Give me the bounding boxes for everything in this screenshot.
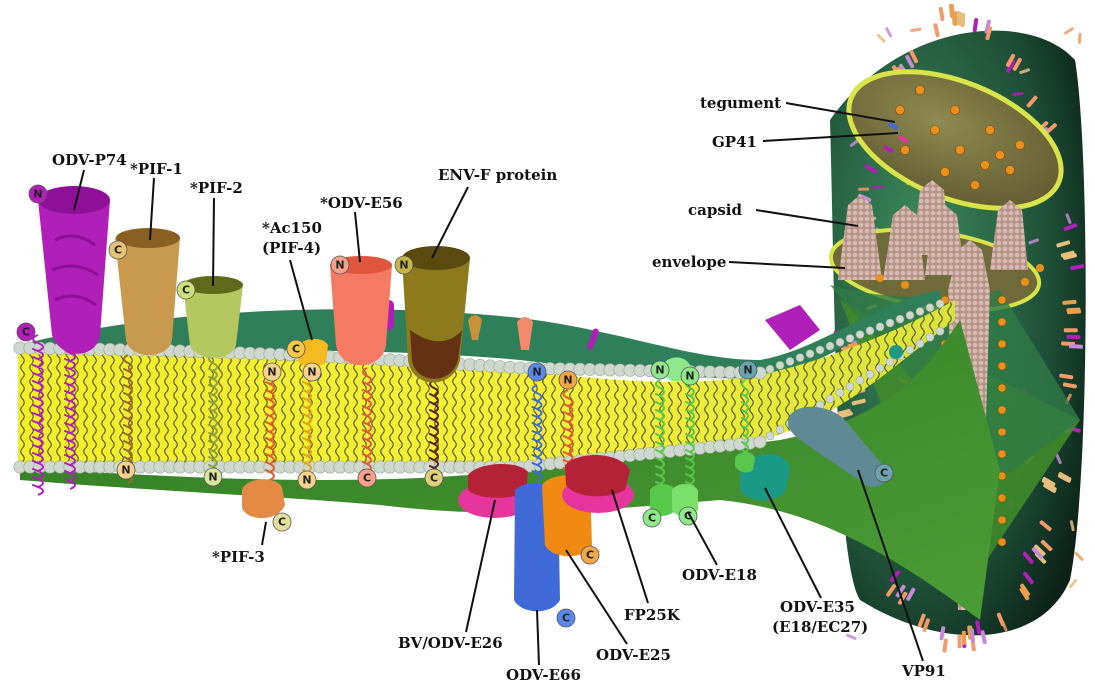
label-odv-e35-line2: (E18/EC27) (772, 618, 868, 636)
label-ac150-line1: *Ac150 (262, 219, 322, 237)
svg-text:N: N (685, 370, 694, 383)
svg-text:C: C (562, 612, 570, 625)
svg-text:C: C (648, 512, 656, 525)
terminus-n: N (204, 468, 222, 486)
terminus-n: N (651, 361, 669, 379)
label-envelope: envelope (652, 253, 726, 271)
terminus-c: C (17, 323, 35, 341)
svg-text:N: N (267, 366, 276, 379)
terminus-c: C (109, 241, 127, 259)
terminus-c: C (425, 469, 443, 487)
terminus-c: C (287, 340, 305, 358)
terminus-n: N (29, 185, 47, 203)
label-odv-e56: *ODV-E56 (320, 194, 403, 212)
label-capsid: capsid (688, 201, 742, 219)
svg-text:N: N (532, 366, 541, 379)
terminus-n: N (559, 371, 577, 389)
label-vp91: VP91 (901, 662, 946, 680)
svg-text:C: C (586, 549, 594, 562)
terminus-n: N (263, 363, 281, 381)
svg-text:C: C (292, 343, 300, 356)
svg-text:C: C (430, 472, 438, 485)
terminus-n: N (331, 256, 349, 274)
svg-text:N: N (399, 259, 408, 272)
terminus-n: N (117, 461, 135, 479)
svg-text:C: C (22, 326, 30, 339)
svg-text:N: N (302, 474, 311, 487)
label-tegument: tegument (700, 94, 781, 112)
svg-text:C: C (880, 467, 888, 480)
label-odv-e25: ODV-E25 (596, 646, 671, 664)
terminus-n: N (303, 363, 321, 381)
svg-text:N: N (307, 366, 316, 379)
svg-text:N: N (121, 464, 130, 477)
svg-text:C: C (363, 472, 371, 485)
svg-text:N: N (33, 188, 42, 201)
label-odv-e66: ODV-E66 (506, 666, 581, 684)
svg-text:N: N (563, 374, 572, 387)
label-envf: ENV-F protein (438, 166, 557, 184)
label-ac150-line2: (PIF-4) (262, 239, 321, 257)
svg-text:C: C (182, 284, 190, 297)
terminus-c: C (358, 469, 376, 487)
terminus-n: N (681, 367, 699, 385)
terminus-c: C (273, 513, 291, 531)
terminus-c: C (875, 464, 893, 482)
terminus-c: C (557, 609, 575, 627)
label-odv-p74: ODV-P74 (52, 151, 127, 169)
label-pif2: *PIF-2 (190, 179, 243, 197)
terminus-n: N (298, 471, 316, 489)
protein-odv-p74 (38, 186, 110, 354)
label-odv-e35-line1: ODV-E35 (780, 598, 855, 616)
svg-text:N: N (743, 364, 752, 377)
svg-text:C: C (114, 244, 122, 257)
terminus-n: N (395, 256, 413, 274)
svg-text:N: N (208, 471, 217, 484)
terminus-c: C (581, 546, 599, 564)
terminus-n: N (528, 363, 546, 381)
svg-text:N: N (335, 259, 344, 272)
terminus-c: C (643, 509, 661, 527)
protein-odv-e35 (735, 452, 790, 500)
label-pif3: *PIF-3 (212, 548, 265, 566)
svg-text:C: C (278, 516, 286, 529)
label-fp25k: FP25K (624, 606, 681, 624)
label-odv-e18: ODV-E18 (682, 566, 757, 584)
protein-pif3 (242, 479, 285, 518)
label-gp41: GP41 (712, 133, 757, 151)
protein-fp25k (562, 455, 634, 513)
label-bv-odv-e26: BV/ODV-E26 (398, 634, 503, 652)
label-pif1: *PIF-1 (130, 160, 183, 178)
terminus-n: N (739, 361, 757, 379)
terminus-c: C (177, 281, 195, 299)
svg-text:N: N (655, 364, 664, 377)
